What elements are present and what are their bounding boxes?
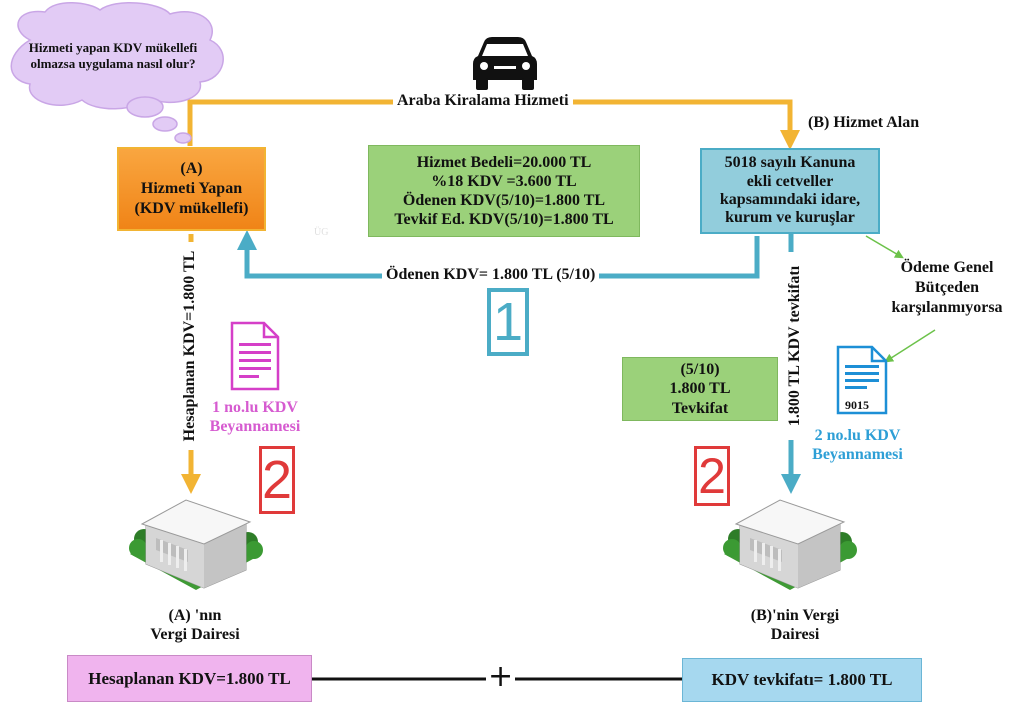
receiver-line-1: 5018 sayılı Kanuna [724, 154, 856, 172]
provider-box: (A) Hizmeti Yapan (KDV mükellefi) [117, 147, 266, 231]
step-2-left-badge: 2 [259, 446, 295, 514]
budget-note: Ödeme Genel Bütçeden karşılanmıyorsa [872, 258, 1022, 318]
provider-line-1: (A) [180, 160, 203, 177]
thought-text: Hizmeti yapan KDV mükellefi olmazsa uygu… [8, 40, 218, 71]
receiver-title: (B) Hizmet Alan [808, 114, 920, 131]
office-right-caption: (B)'nin Vergi Dairesi [710, 606, 880, 644]
calc-line-3: Ödenen KDV(5/10)=1.800 TL [402, 192, 606, 209]
document-icon [230, 321, 280, 391]
doc-right-line-2: Beyannamesi [812, 446, 903, 464]
receiver-line-4: kurum ve kuruşlar [725, 209, 855, 227]
calculation-box: Hizmet Bedeli=20.000 TL %18 KDV =3.600 T… [368, 145, 640, 237]
thought-bubble-icon [10, 2, 224, 144]
watermark: ÜG [314, 227, 329, 238]
provider-line-2: Hizmeti Yapan [140, 180, 243, 197]
doc-right-code: 9015 [845, 398, 869, 412]
calc-line-2: %18 KDV =3.600 TL [431, 172, 577, 190]
budget-line-2: Bütçeden [915, 279, 979, 296]
doc-right-line-1: 2 no.lu KDV [814, 427, 901, 444]
doc-left-line-2: Beyannamesi [209, 418, 301, 436]
bottom-right-box: KDV tevkifatı= 1.800 TL [682, 658, 922, 702]
calc-line-1: Hizmet Bedeli=20.000 TL [416, 153, 592, 171]
receiver-line-2: ekli cetveller [746, 172, 834, 190]
thought-line-2: olmazsa uygulama nasıl olur? [30, 55, 196, 71]
government-building-icon [129, 499, 263, 590]
bottom-left-box: Hesaplanan KDV=1.800 TL [67, 655, 312, 702]
withholding-line-2: 1.800 TL [669, 380, 731, 398]
car-icon [473, 37, 537, 90]
paid-vat-label: Ödenen KDV= 1.800 TL (5/10) [382, 266, 600, 284]
doc-left-line-1: 1 no.lu KDV [212, 399, 298, 416]
right-vertical-label: 1.800 TL KDV tevkifatı [786, 252, 804, 440]
thought-line-1: Hizmeti yapan KDV mükellefi [28, 40, 198, 55]
office-right-line-2: Dairesi [770, 626, 820, 644]
receiver-line-3: kapsamındaki idare, [719, 191, 861, 208]
calc-line-4: Tevkif Ed. KDV(5/10)=1.800 TL [394, 211, 614, 229]
office-right-line-1: (B)'nin Vergi [750, 607, 840, 624]
doc-right-caption: 2 no.lu KDV Beyannamesi [800, 426, 915, 464]
government-building-icon [723, 499, 857, 590]
office-left-caption: (A) 'nın Vergi Dairesi [110, 606, 280, 644]
provider-line-3: (KDV mükellefi) [134, 200, 249, 217]
withholding-line-3: Tevkifat [671, 399, 729, 417]
office-left-line-1: (A) 'nın [168, 607, 222, 624]
budget-to-doc-arrow [884, 329, 936, 363]
budget-line-3: karşılanmıyorsa [891, 299, 1003, 316]
document-icon [836, 345, 888, 415]
withholding-box: (5/10) 1.800 TL Tevkifat [622, 357, 778, 421]
budget-note-arrow [865, 235, 904, 259]
plus-sign: + [486, 659, 516, 694]
withholding-line-1: (5/10) [680, 361, 720, 379]
office-left-line-2: Vergi Dairesi [150, 626, 240, 644]
budget-line-1: Ödeme Genel [900, 259, 994, 276]
service-label: Araba Kiralama Hizmeti [393, 92, 573, 110]
step-1-badge: 1 [487, 288, 529, 356]
receiver-box: 5018 sayılı Kanuna ekli cetveller kapsam… [700, 148, 880, 234]
doc-left-caption: 1 no.lu KDV Beyannamesi [190, 398, 320, 436]
step-2-right-badge: 2 [694, 446, 730, 506]
